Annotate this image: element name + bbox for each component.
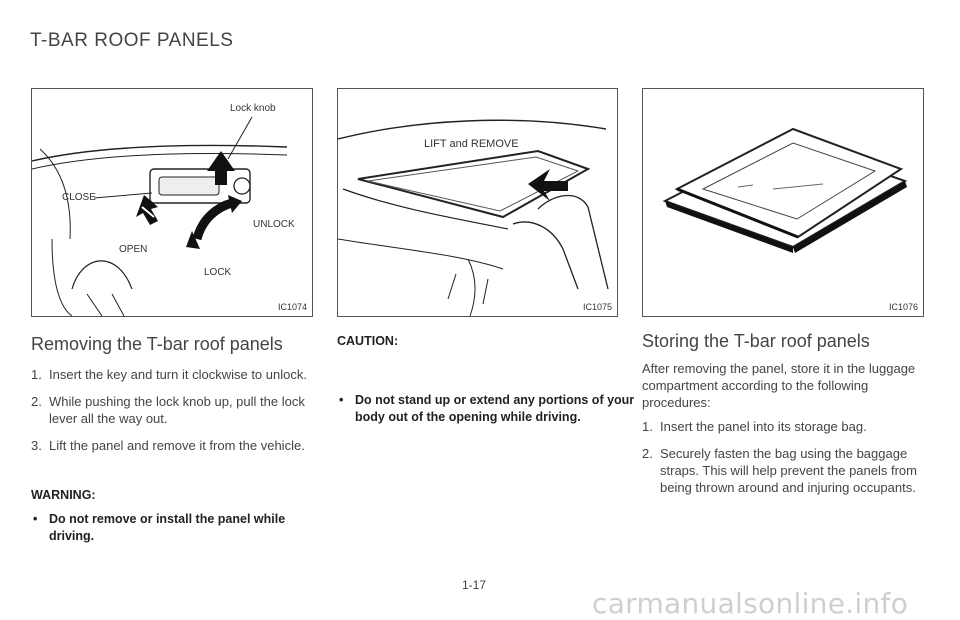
figure-lift-remove: LIFT and REMOVE IC1075 [337, 88, 618, 317]
lift-remove-label: LIFT and REMOVE [424, 138, 519, 150]
lock-mechanism-illustration [32, 116, 288, 316]
close-label: CLOSE [62, 192, 96, 203]
roof-panel-lift-illustration [338, 119, 609, 316]
lock-knob-label: Lock knob [230, 103, 276, 114]
list-item: 3.Lift the panel and remove it from the … [31, 438, 305, 453]
removing-steps: 1.Insert the key and turn it clockwise t… [31, 366, 313, 464]
list-item: 2.While pushing the lock knob up, pull t… [31, 394, 305, 426]
warning-label: WARNING: [31, 488, 96, 502]
page-number: 1-17 [462, 578, 487, 592]
lock-label: LOCK [204, 267, 232, 278]
removing-heading: Removing the T-bar roof panels [31, 334, 283, 354]
stacked-roof-panels-illustration [662, 127, 908, 253]
watermark-text: carmanualsonline.info [592, 587, 909, 620]
open-label: OPEN [119, 244, 148, 255]
caution-label: CAUTION: [337, 334, 399, 348]
storing-steps: 1.Insert the panel into its storage bag.… [642, 418, 924, 506]
caution-text: •Do not stand up or extend any portions … [339, 393, 635, 424]
list-item: 1.Insert the panel into its storage bag. [642, 419, 867, 434]
warning-text: •Do not remove or install the panel whil… [33, 512, 286, 543]
figure-storage: IC1076 [642, 88, 924, 317]
figure-code: IC1075 [582, 302, 612, 312]
page-title: T-BAR ROOF PANELS [30, 30, 234, 51]
figure-code: IC1074 [277, 302, 307, 312]
list-item: 2.Securely fasten the bag using the bagg… [642, 446, 917, 495]
figure-code: IC1076 [888, 302, 918, 312]
list-item: 1.Insert the key and turn it clockwise t… [31, 367, 307, 382]
unlock-label: UNLOCK [253, 219, 295, 230]
figure-lock-knob: Lock knob CLOSE UNLOCK OPEN LOCK IC1074 [31, 88, 313, 317]
storing-intro: After removing the panel, store it in th… [642, 361, 916, 410]
storing-heading: Storing the T-bar roof panels [642, 331, 870, 351]
